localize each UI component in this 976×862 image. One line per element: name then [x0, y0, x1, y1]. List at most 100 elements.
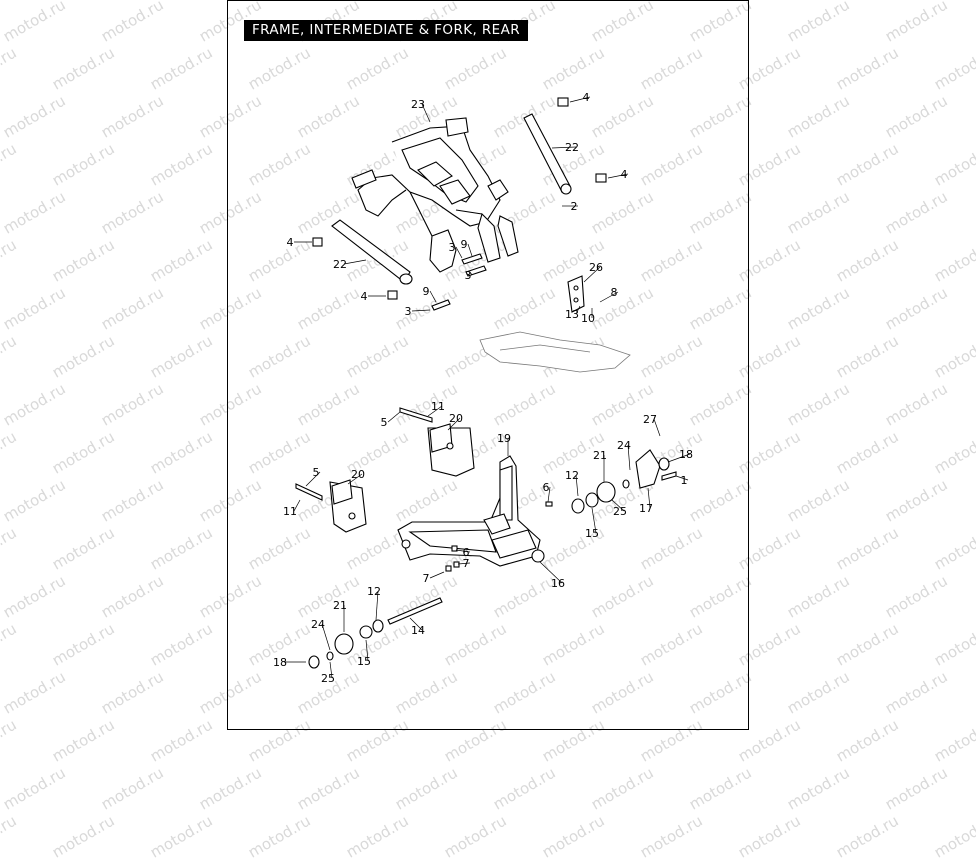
callout-c13: 13: [565, 308, 579, 321]
callout-c10: 10: [581, 312, 595, 325]
watermark-text: motod.ru: [245, 811, 314, 862]
callout-c4c: 4: [287, 236, 294, 249]
callout-c20a: 20: [449, 412, 463, 425]
leader-lines: [284, 96, 691, 679]
upper-mount-assembly-part: [399, 407, 475, 477]
callout-leader-c17: [647, 487, 651, 509]
watermark-text: motod.ru: [882, 763, 951, 814]
callout-c5a: 5: [381, 416, 388, 429]
callout-c25b: 25: [321, 672, 335, 685]
callout-leader-c4a: [569, 96, 591, 103]
callout-leader-c25b: [329, 661, 333, 679]
watermark-text: motod.ru: [490, 763, 559, 814]
callout-c21a: 21: [593, 449, 607, 462]
watermark-text: motod.ru: [343, 811, 412, 862]
diagram-title: FRAME, INTERMEDIATE & FORK, REAR: [244, 20, 528, 41]
callout-c6b: 6: [463, 546, 470, 559]
watermark-text: motod.ru: [0, 763, 69, 814]
callout-c20b: 20: [351, 468, 365, 481]
callout-leader-c13: [575, 305, 581, 315]
callout-leader-c23: [421, 103, 431, 123]
callout-c18b: 18: [273, 656, 287, 669]
right-pivot-hardware-part: [531, 449, 677, 563]
watermark-text: motod.ru: [98, 763, 167, 814]
watermark-text: motod.ru: [833, 811, 902, 862]
callout-c22a: 22: [565, 141, 579, 154]
left-pivot-hardware-part: [308, 597, 443, 669]
watermark-text: motod.ru: [539, 811, 608, 862]
callout-c7a: 7: [463, 557, 470, 570]
callout-leader-c6b: [455, 549, 471, 553]
callout-leader-c11b: [293, 499, 301, 512]
callout-c2: 2: [571, 200, 578, 213]
callout-c9a: 9: [461, 238, 468, 251]
rear-fork-part: [397, 455, 541, 567]
callout-leader-c24b: [321, 623, 331, 651]
diagram-frame: [227, 0, 749, 730]
watermark-text: motod.ru: [294, 763, 363, 814]
watermark-text: motod.ru: [196, 763, 265, 814]
callout-leader-c27: [653, 418, 661, 437]
callout-c4a: 4: [583, 91, 590, 104]
callout-c3b: 3: [465, 269, 472, 282]
callout-c27: 27: [643, 413, 657, 426]
callout-c12a: 12: [565, 469, 579, 482]
callout-leader-c12b: [375, 590, 379, 621]
callout-leader-c5a: [387, 411, 401, 423]
callout-c18a: 18: [679, 448, 693, 461]
watermark-text: motod.ru: [784, 763, 853, 814]
callout-c17: 17: [639, 502, 653, 515]
callout-leader-c4b: [607, 173, 629, 179]
callout-c3c: 3: [405, 305, 412, 318]
callout-leader-c20a: [447, 417, 461, 431]
strut-nuts-part: [312, 97, 607, 300]
callout-leader-c15a: [591, 507, 597, 534]
left-strut-part: [331, 219, 413, 285]
watermark-text: motod.ru: [147, 811, 216, 862]
callout-leader-c7a: [457, 562, 471, 565]
callout-leader-c14: [409, 617, 423, 631]
lower-mount-assembly-part: [295, 479, 367, 533]
callout-c9b: 9: [423, 285, 430, 298]
watermark-text: motod.ru: [686, 763, 755, 814]
callout-leader-c8: [599, 291, 619, 303]
callout-c15a: 15: [585, 527, 599, 540]
callout-leader-c9a: [467, 243, 473, 257]
callout-c16: 16: [551, 577, 565, 590]
callout-c7b: 7: [423, 572, 430, 585]
callout-c14: 14: [411, 624, 425, 637]
callout-c26: 26: [589, 261, 603, 274]
callout-leader-c3a: [455, 246, 463, 259]
callout-leader-c12a: [575, 474, 579, 497]
callout-c3a: 3: [449, 241, 456, 254]
callout-c11a: 11: [431, 400, 445, 413]
callout-leader-c22b: [343, 259, 367, 265]
callout-leader-c9b: [429, 290, 437, 303]
small-bolts-part: [445, 501, 553, 572]
watermark-text: motod.ru: [0, 811, 20, 862]
callout-c8: 8: [611, 286, 618, 299]
callout-c1: 1: [681, 474, 688, 487]
callout-leader-c1: [675, 475, 689, 481]
callout-leader-c20b: [347, 473, 363, 485]
callout-leader-c3b: [469, 271, 473, 276]
callout-c24b: 24: [311, 618, 325, 631]
watermark-text: motod.ru: [441, 811, 510, 862]
watermark-text: motod.ru: [931, 811, 976, 862]
callout-leader-c11a: [427, 405, 443, 417]
bracket-part-26: [567, 275, 585, 313]
watermark-text: motod.ru: [49, 811, 118, 862]
right-strut-part: [523, 113, 572, 195]
intermediate-frame-part: [351, 117, 519, 273]
callout-c21b: 21: [333, 599, 347, 612]
watermark-text: motod.ru: [392, 763, 461, 814]
callout-leader-c26: [583, 266, 601, 283]
watermark-text: motod.ru: [588, 763, 657, 814]
callout-leader-c24a: [627, 444, 631, 471]
callout-c19: 19: [497, 432, 511, 445]
watermark-text: motod.ru: [637, 811, 706, 862]
callout-leader-c15b: [365, 639, 369, 662]
callout-c4d: 4: [361, 290, 368, 303]
